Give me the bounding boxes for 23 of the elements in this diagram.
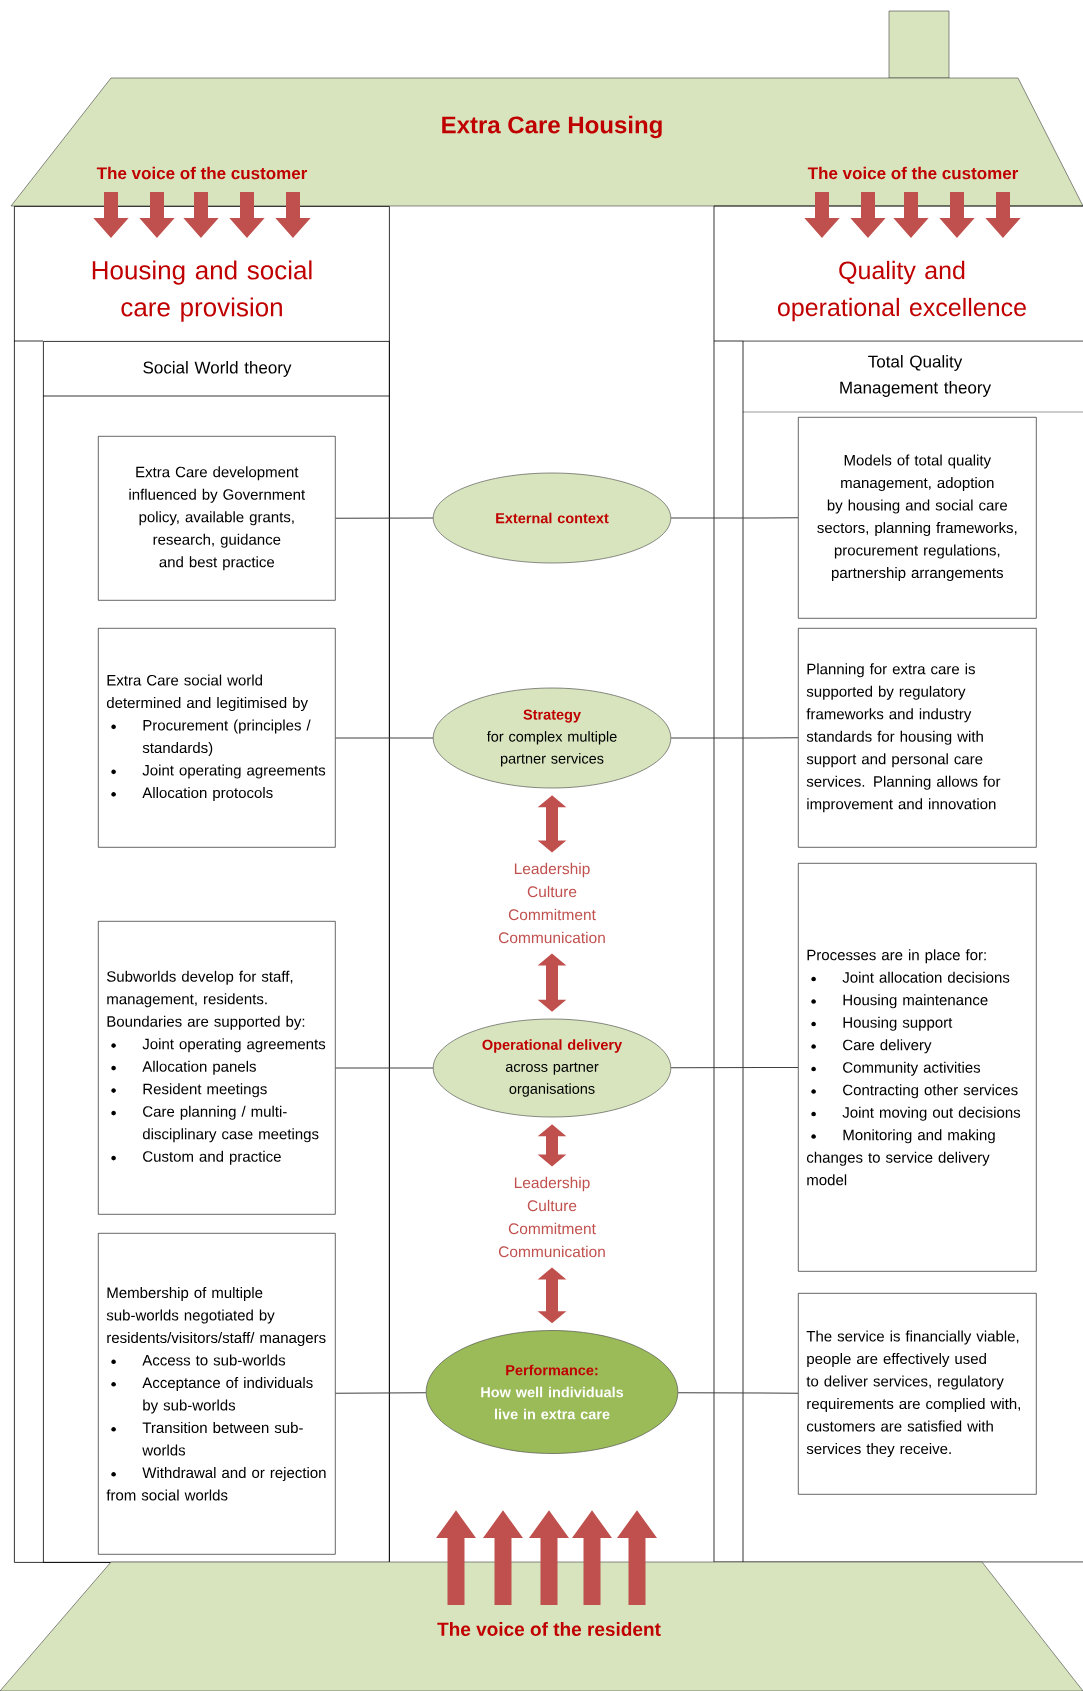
text-box: Processes are in place for: Joint allocation decisions Housing maintenance Housing support Care delivery Community activities Contracting other services Joint moving out decisions Monitoring and making changes to service delivery model [798, 863, 1037, 1272]
double-arrow [537, 795, 567, 853]
double-arrow [537, 1124, 567, 1167]
text-box: Extra Care social world determined and legitimised by Procurement (principles / standards) Joint operating agreements Allocation protocols [98, 628, 336, 848]
base-band: The voice of the resident [0, 1561, 1083, 1691]
text-box: Membership of multiple sub-worlds negotiated by residents/visitors/staff/ managers Access to sub-worlds Acceptance of individuals by sub-worlds Transition between sub-worlds Withdrawal and or rejection from social worlds [98, 1233, 336, 1555]
value-list: Leadership Culture Commitment Communication [498, 862, 605, 944]
double-arrow [537, 953, 567, 1012]
connector-line [670, 1067, 799, 1069]
text-box: Subworlds develop for staff, management, residents. Boundaries are supported by: Joint operating agreements Allocation panels Resident meetings Care planning / multi-disciplinary case meetings Custom and practice [98, 921, 336, 1215]
connector-line [670, 737, 799, 739]
connector-line [670, 517, 799, 519]
connector-line [335, 737, 434, 739]
value-list: Leadership Culture Commitment Communication [498, 1176, 605, 1258]
text-box: Models of total quality management, adoption by housing and social care sectors, planning frameworks, procurement regulations, partnership arrangements [798, 417, 1037, 619]
text-box: Planning for extra care is supported by regulatory frameworks and industry standards for housing with support and personal care services. Planning allows for improvement and innovation [798, 628, 1037, 848]
connector-line [335, 1392, 427, 1394]
connector-line [677, 1392, 799, 1394]
text-box: The service is financially viable, people are effectively used to deliver services, regulatory requirements are complied with, customers are satisfied with services they receive. [798, 1293, 1037, 1495]
connector-line [335, 1067, 434, 1069]
connector-line [335, 517, 434, 519]
roof: Extra Care Housing The voice of the customer The voice of the customer [10, 77, 1083, 207]
text-box: Extra Care development influenced by Government policy, available grants, research, guidance and best practice [98, 436, 336, 601]
